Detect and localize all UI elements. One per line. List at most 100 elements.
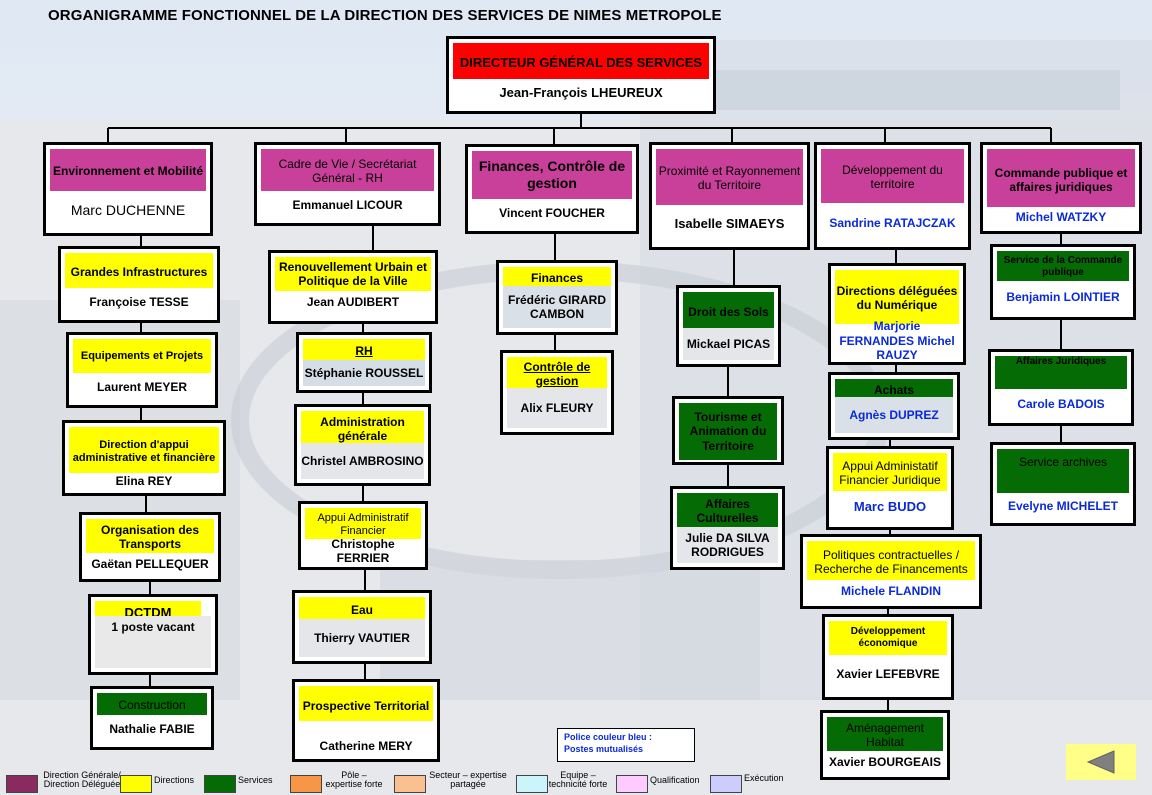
- service-commande-publique-box: Service de la Commande publique Benjamin…: [990, 244, 1136, 320]
- direction-name: Emmanuel LICOUR: [261, 191, 434, 219]
- service-prospective-territorial-box: Prospective Territorial Catherine MERY: [292, 679, 440, 762]
- direction-finances-box: Finances, Contrôle de gestion Vincent FO…: [465, 144, 639, 234]
- service-name: Xavier BOURGEAIS: [827, 751, 943, 773]
- service-eau-box: Eau Thierry VAUTIER: [292, 590, 432, 664]
- legend-label-secteur: Secteur – expertise partagée: [429, 770, 507, 790]
- direction-environnement-box: Environnement et Mobilité Marc DUCHENNE: [43, 142, 213, 236]
- service-renouvellement-urbain-box: Renouvellement Urbain et Politique de la…: [268, 250, 438, 324]
- legend-swatch-services: [204, 775, 236, 793]
- service-appui-admin-financiere-box: Direction d'appui administrative et fina…: [62, 420, 226, 496]
- service-amenagement-habitat-box: Aménagement Habitat Xavier BOURGEAIS: [820, 710, 950, 780]
- service-name: Thierry VAUTIER: [299, 619, 425, 657]
- service-rh-box: RH Stéphanie ROUSSEL: [296, 332, 432, 393]
- service-title: Affaires Culturelles: [677, 493, 778, 529]
- direction-title: Finances, Contrôle de gestion: [472, 151, 632, 199]
- service-name: Christel AMBROSINO: [301, 443, 424, 479]
- service-equipements-projets-box: Equipements et Projets Laurent MEYER: [66, 332, 218, 408]
- service-title: Service archives: [997, 449, 1129, 499]
- service-title: Service de la Commande publique: [997, 251, 1129, 283]
- service-name: Xavier LEFEBVRE: [829, 655, 947, 693]
- service-name: Alix FLEURY: [507, 388, 607, 428]
- service-administration-generale-box: Administration générale Christel AMBROSI…: [294, 404, 431, 486]
- legend-label-pole: Pôle – expertise forte: [325, 770, 383, 790]
- legend-swatch-directions: [120, 775, 152, 793]
- legend-note: Police couleur bleu : Postes mutualisés: [557, 728, 695, 762]
- direction-title: Commande publique et affaires juridiques: [987, 149, 1135, 211]
- note-line-1: Police couleur bleu :: [564, 732, 653, 742]
- service-title: Renouvellement Urbain et Politique de la…: [275, 257, 431, 291]
- service-name: Marjorie FERNANDES Michel RAUZY: [835, 319, 959, 362]
- service-name: Christophe FERRIER: [305, 537, 421, 565]
- service-grandes-infrastructures-box: Grandes Infrastructures Françoise TESSE: [58, 246, 220, 323]
- service-title: Tourisme et Animation du Territoire: [679, 403, 777, 460]
- service-controle-gestion-box: Contrôle de gestion Alix FLEURY: [500, 350, 614, 435]
- service-title: Politiques contractuelles / Recherche de…: [807, 541, 975, 583]
- service-achats-box: Achats Agnès DUPREZ: [828, 372, 960, 440]
- service-title: Appui Administatif Financier Juridique: [833, 453, 947, 493]
- service-appui-admin-juridique-box: Appui Administatif Financier Juridique M…: [826, 446, 954, 530]
- service-archives-box: Service archives Evelyne MICHELET: [990, 442, 1136, 526]
- legend-swatch-secteur: [394, 775, 426, 793]
- service-title: Droit des Sols: [683, 292, 774, 332]
- service-title: Equipements et Projets: [73, 339, 211, 375]
- direction-name: Michel WATZKY: [987, 207, 1135, 227]
- service-developpement-economique-box: Développement économique Xavier LEFEBVRE: [822, 614, 954, 700]
- direction-cadre-de-vie-box: Cadre de Vie / Secrétariat Général - RH …: [254, 142, 441, 226]
- service-name: Nathalie FABIE: [97, 715, 207, 743]
- direction-title: Développement du territoire: [821, 149, 964, 205]
- service-affaires-juridiques-box: Affaires Juridiques Carole BADOIS: [988, 349, 1134, 426]
- dg-name: Jean-François LHEUREUX: [453, 79, 709, 107]
- service-title: Appui Administratif Financier: [305, 508, 421, 542]
- service-name: Stéphanie ROUSSEL: [303, 360, 425, 386]
- service-name: Marc BUDO: [833, 491, 947, 523]
- direction-name: Sandrine RATAJCZAK: [821, 203, 964, 243]
- service-name: Laurent MEYER: [73, 373, 211, 401]
- service-directions-deleguees-numerique-box: Directions déléguées du Numérique Marjor…: [828, 263, 966, 365]
- legend-swatch-qualification: [616, 775, 648, 793]
- service-name: Julie DA SILVA RODRIGUES: [677, 527, 778, 563]
- legend-swatch-execution: [710, 775, 742, 793]
- service-title: Finances: [503, 267, 611, 289]
- service-name: Carole BADOIS: [995, 389, 1127, 419]
- direction-name: Vincent FOUCHER: [472, 199, 632, 227]
- legend-label-directions: Directions: [154, 775, 195, 785]
- service-title: Direction d'appui administrative et fina…: [69, 427, 219, 477]
- service-name: Catherine MERY: [299, 721, 433, 755]
- service-title: Aménagement Habitat: [827, 717, 943, 753]
- previous-arrow-icon: [1086, 750, 1115, 774]
- direction-developpement-box: Développement du territoire Sandrine RAT…: [814, 142, 971, 250]
- service-affaires-culturelles-box: Affaires Culturelles Julie DA SILVA RODR…: [670, 486, 785, 570]
- service-name: Françoise TESSE: [65, 288, 213, 316]
- service-dctdm-box: DCTDM 1 poste vacant: [88, 594, 218, 675]
- legend: Direction Générale/ Direction Déléguée D…: [0, 769, 1152, 795]
- service-title: Développement économique: [829, 621, 947, 655]
- service-finances-box: Finances Frédéric GIRARD CAMBON: [496, 260, 618, 335]
- service-name: Mickael PICAS: [683, 328, 774, 360]
- service-name: Gaëtan PELLEQUER: [86, 553, 214, 575]
- direction-title: Cadre de Vie / Secrétariat Général - RH: [261, 149, 434, 193]
- legend-label-qualification: Qualification: [650, 775, 700, 785]
- legend-swatch-direction-generale: [6, 775, 38, 793]
- service-droit-des-sols-box: Droit des Sols Mickael PICAS: [676, 285, 781, 367]
- previous-slide-button[interactable]: [1066, 744, 1136, 780]
- note-line-2: Postes mutualisés: [564, 743, 644, 754]
- service-title: Achats: [835, 379, 953, 401]
- service-title: Administration générale: [301, 411, 424, 447]
- service-name: Jean AUDIBERT: [275, 295, 431, 317]
- legend-swatch-pole: [290, 775, 322, 793]
- service-name: Frédéric GIRARD CAMBON: [503, 286, 611, 328]
- service-title: Eau: [299, 597, 425, 623]
- dg-title: DIRECTEUR GÉNÉRAL DES SERVICES: [453, 43, 709, 83]
- service-tourisme-box: Tourisme et Animation du Territoire: [672, 396, 784, 465]
- service-name: Evelyne MICHELET: [997, 493, 1129, 519]
- service-title: Directions déléguées du Numérique: [835, 270, 959, 326]
- service-title: RH: [303, 339, 425, 363]
- service-title: Construction: [97, 693, 207, 717]
- dg-box: DIRECTEUR GÉNÉRAL DES SERVICES Jean-Fran…: [446, 36, 716, 114]
- legend-swatch-equipe: [516, 775, 548, 793]
- service-title: Affaires Juridiques: [995, 356, 1127, 390]
- service-title: Contrôle de gestion: [507, 357, 607, 391]
- legend-label-services: Services: [238, 775, 273, 785]
- service-name: Benjamin LOINTIER: [997, 281, 1129, 313]
